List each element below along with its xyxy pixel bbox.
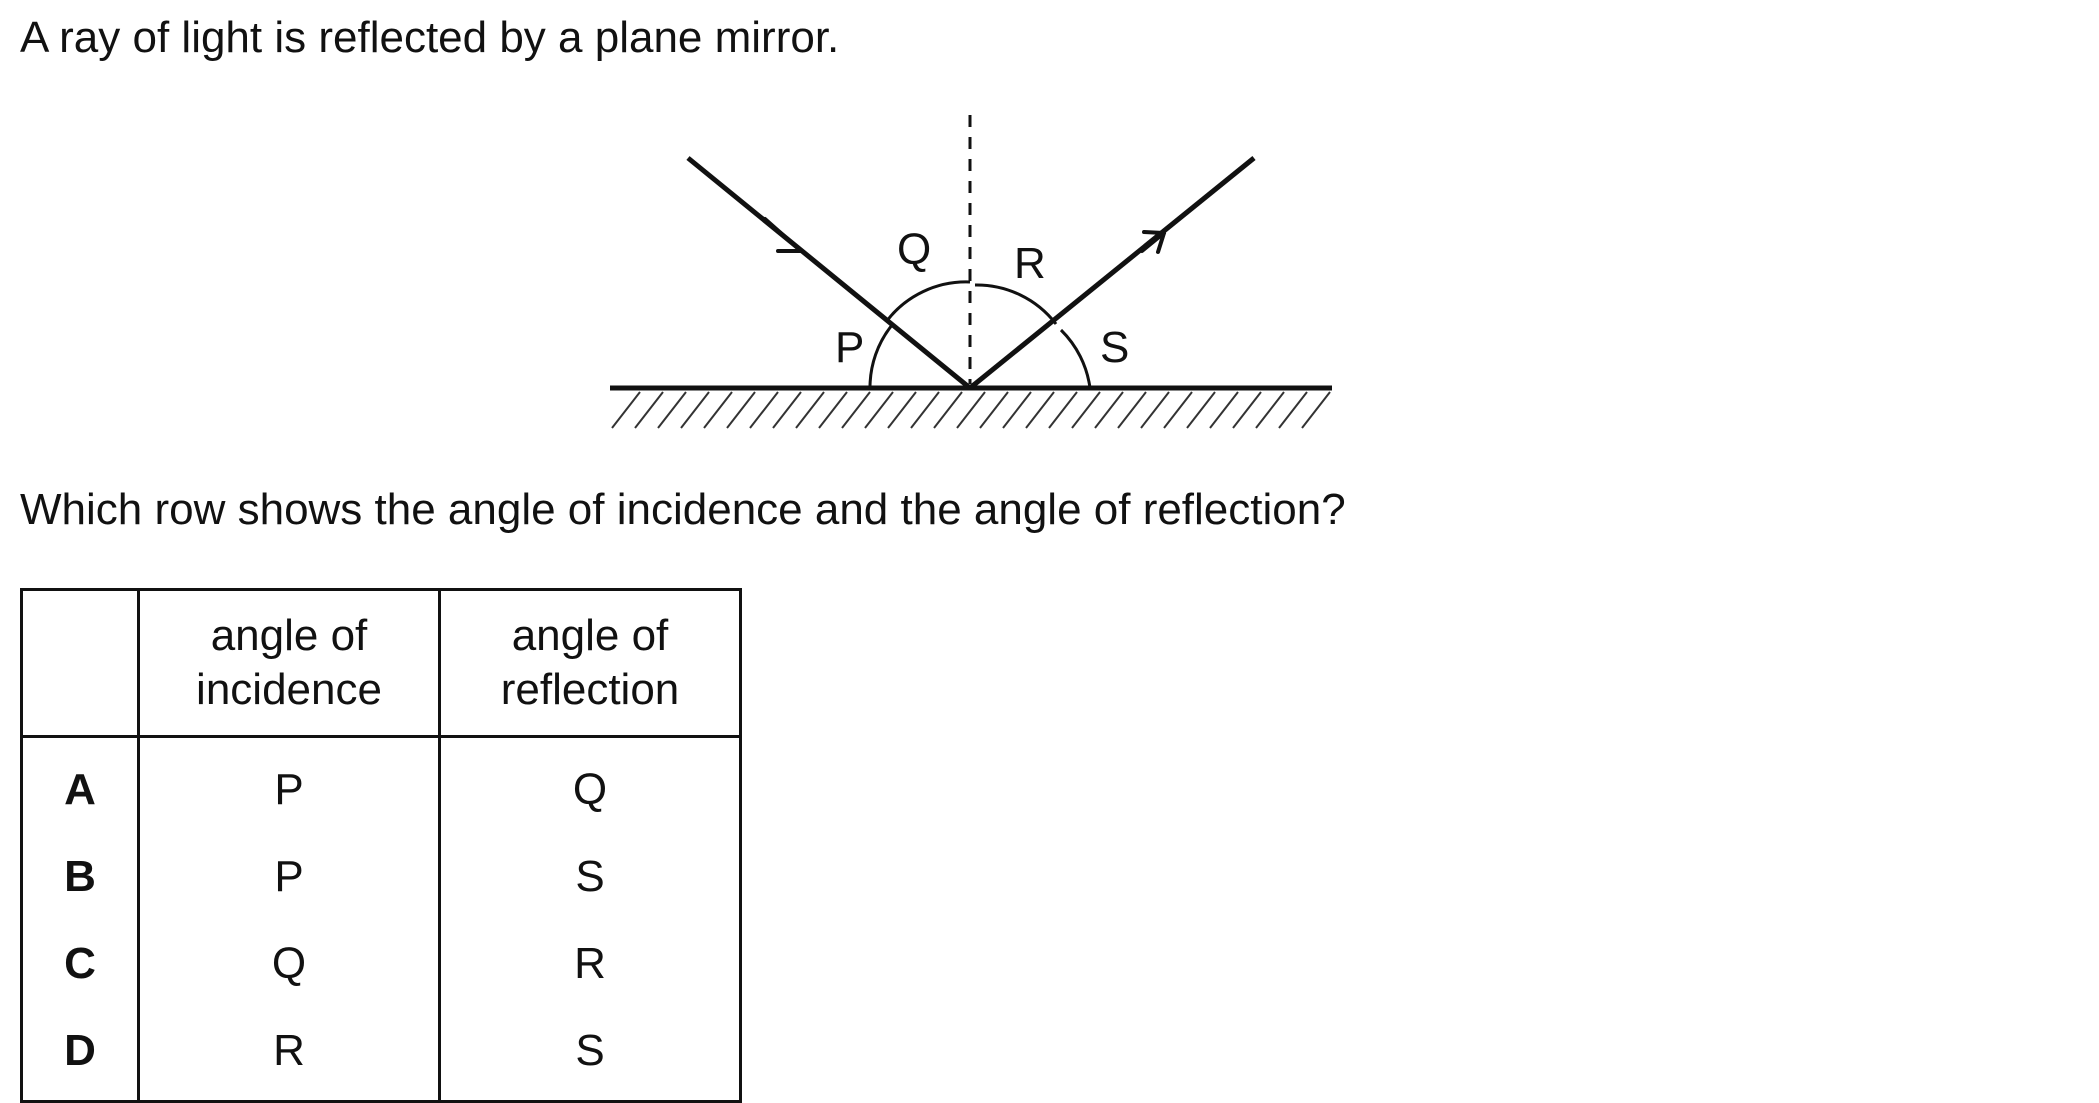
hatch-mark <box>933 391 963 429</box>
question-prompt: Which row shows the angle of incidence a… <box>20 485 1346 534</box>
hatch-mark <box>634 391 664 429</box>
row-reflection: S <box>438 833 742 920</box>
hatch-mark <box>818 391 848 429</box>
row-reflection: S <box>438 1007 742 1102</box>
hatch-mark <box>657 391 687 429</box>
answer-table: angle of incidence angle of reflection A… <box>20 588 742 1103</box>
hatch-mark <box>1140 391 1170 429</box>
table-row: A P Q <box>20 736 742 833</box>
hatch-mark <box>1025 391 1055 429</box>
angle-arc-q <box>884 280 971 323</box>
row-key: A <box>20 736 140 833</box>
row-key: C <box>20 920 140 1007</box>
angle-label-r: R <box>1014 239 1046 288</box>
incident-arrow-icon <box>763 217 803 253</box>
row-key: B <box>20 833 140 920</box>
row-incidence: P <box>137 736 441 833</box>
hatch-mark <box>841 391 871 429</box>
header-reflection: angle of reflection <box>438 589 742 738</box>
hatch-mark <box>1209 391 1239 429</box>
header-key <box>20 589 140 738</box>
angle-label-p: P <box>835 323 864 372</box>
reflected-ray <box>968 156 1256 390</box>
row-reflection: R <box>438 920 742 1007</box>
table-header-row: angle of incidence angle of reflection <box>20 589 742 738</box>
hatch-mark <box>1094 391 1124 429</box>
hatch-mark <box>611 391 641 429</box>
hatch-mark <box>979 391 1009 429</box>
hatch-mark <box>1163 391 1193 429</box>
row-incidence: Q <box>137 920 441 1007</box>
hatch-mark <box>887 391 917 429</box>
hatch-mark <box>1117 391 1147 429</box>
hatch-mark <box>795 391 825 429</box>
hatch-mark <box>1186 391 1216 429</box>
reflected-arrow-icon-2 <box>1156 231 1166 254</box>
hatch-mark <box>726 391 756 429</box>
mirror-hatching <box>611 391 1331 429</box>
hatch-mark <box>749 391 779 429</box>
incident-ray <box>686 156 972 390</box>
hatch-mark <box>1278 391 1308 429</box>
header-incidence-line2: incidence <box>196 665 382 714</box>
reflection-diagram: P Q R S <box>610 115 1332 429</box>
table-row: B P S <box>20 833 742 920</box>
row-key: D <box>20 1007 140 1102</box>
hatch-mark <box>680 391 710 429</box>
header-reflection-line1: angle of <box>511 611 669 660</box>
hatch-mark <box>703 391 733 429</box>
header-reflection-line2: reflection <box>500 665 680 714</box>
hatch-mark <box>956 391 986 429</box>
hatch-mark <box>772 391 802 429</box>
row-incidence: P <box>137 833 441 920</box>
angle-arc-s <box>1059 328 1092 389</box>
angle-arc-p <box>868 324 894 389</box>
header-incidence-line1: angle of <box>210 611 368 660</box>
row-incidence: R <box>137 1007 441 1102</box>
hatch-mark <box>1048 391 1078 429</box>
angle-label-q: Q <box>897 225 931 274</box>
hatch-mark <box>1002 391 1032 429</box>
hatch-mark <box>1232 391 1262 429</box>
hatch-mark <box>864 391 894 429</box>
row-reflection: Q <box>438 736 742 833</box>
hatch-mark <box>910 391 940 429</box>
angle-arc-r <box>974 283 1058 325</box>
angle-label-s: S <box>1100 323 1129 372</box>
header-incidence: angle of incidence <box>137 589 441 738</box>
hatch-mark <box>1301 391 1331 429</box>
question-intro: A ray of light is reflected by a plane m… <box>20 13 840 62</box>
table-row: D R S <box>20 1007 742 1102</box>
hatch-mark <box>1255 391 1285 429</box>
hatch-mark <box>1071 391 1101 429</box>
table-row: C Q R <box>20 920 742 1007</box>
